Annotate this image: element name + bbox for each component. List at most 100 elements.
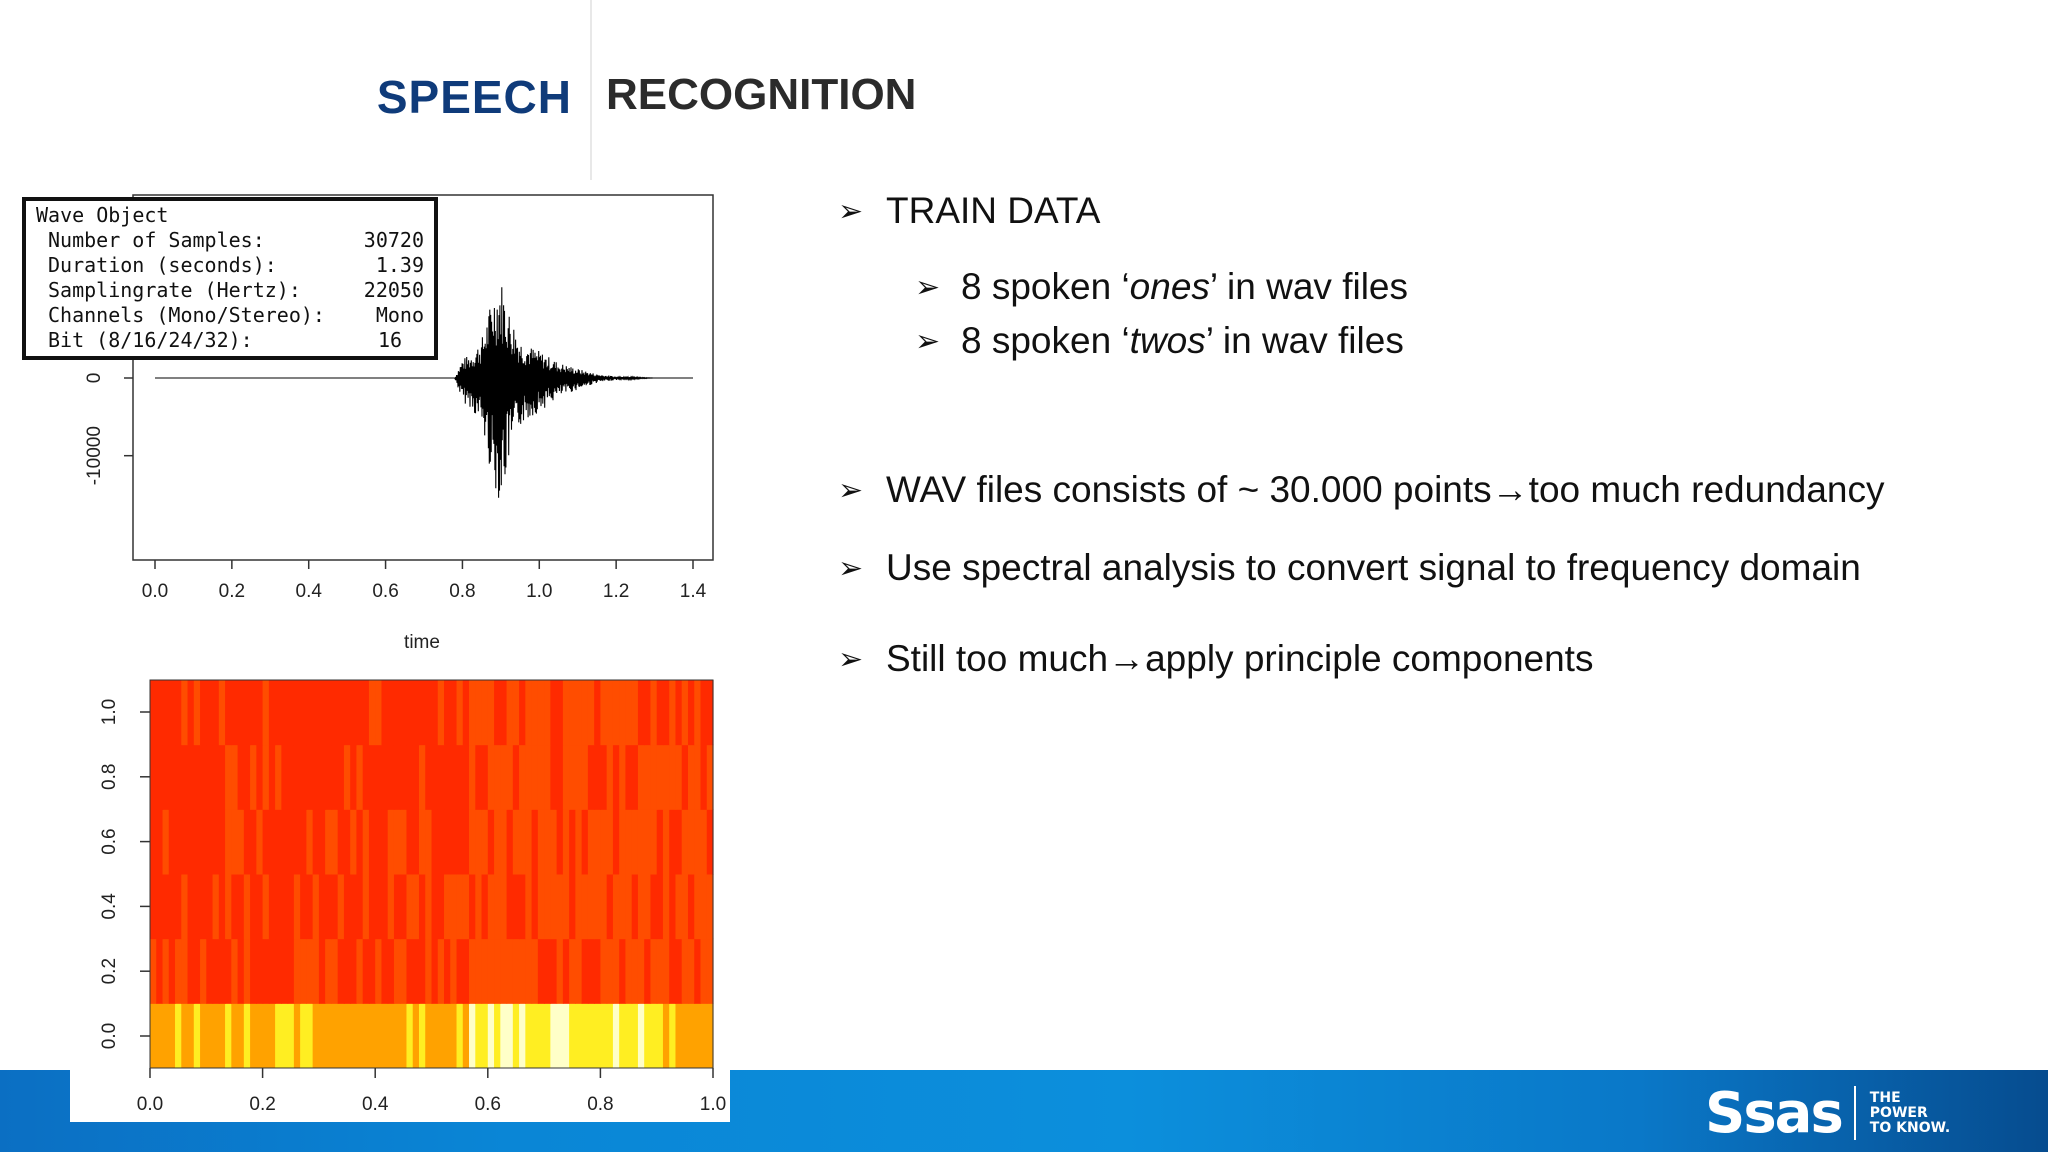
heatmap-cell xyxy=(537,680,545,746)
heatmap-cell xyxy=(331,744,339,810)
heatmap-cell xyxy=(325,680,333,746)
heatmap-cell xyxy=(362,874,370,940)
heatmap-cell xyxy=(162,938,170,1004)
heatmap-cell xyxy=(669,809,677,875)
heatmap-cell xyxy=(569,744,576,810)
heatmap-cell xyxy=(312,744,320,810)
heatmap-cell xyxy=(362,809,370,875)
heatmap-cell xyxy=(525,874,533,940)
heatmap-cell xyxy=(694,1003,702,1069)
heatmap-cell xyxy=(500,1003,508,1069)
heatmap-cell xyxy=(531,744,539,810)
heatmap-cell xyxy=(231,1003,239,1069)
logo-divider xyxy=(1853,1086,1856,1140)
heatmap-cell xyxy=(250,1003,257,1069)
heatmap-cell xyxy=(619,680,627,746)
heatmap-cell xyxy=(175,938,182,1004)
heatmap-cell xyxy=(687,809,695,875)
heatmap-cell xyxy=(487,1003,495,1069)
heatmap-cell xyxy=(231,809,239,875)
heatmap-cell xyxy=(368,938,376,1004)
heatmap-cell xyxy=(375,1003,383,1069)
heatmap-x-tick-label: 0.8 xyxy=(587,1094,613,1115)
heatmap-cell xyxy=(250,874,257,940)
heatmap-cell xyxy=(156,680,164,746)
heatmap-cell xyxy=(350,680,358,746)
heatmap-cell xyxy=(281,874,289,940)
heatmap-cell xyxy=(550,874,558,940)
heatmap-cell xyxy=(193,744,201,810)
heatmap-cell xyxy=(225,1003,232,1069)
bullet-text: TRAIN DATA xyxy=(886,190,1101,231)
heatmap-cell xyxy=(581,680,589,746)
bullet-text-pre: Still too much xyxy=(886,638,1109,679)
heatmap-cell xyxy=(487,809,495,875)
heatmap-cell xyxy=(625,744,633,810)
heatmap-cell xyxy=(494,744,501,810)
heatmap-cell xyxy=(694,809,702,875)
heatmap-cell xyxy=(612,874,620,940)
heatmap-cell xyxy=(412,1003,420,1069)
heatmap-cell xyxy=(287,809,295,875)
heatmap-cell xyxy=(531,680,539,746)
heatmap-cell xyxy=(606,1003,614,1069)
wave-info-key: Channels (Mono/Stereo): xyxy=(48,303,325,327)
heatmap-cell xyxy=(587,744,595,810)
heatmap-cell xyxy=(644,938,652,1004)
heatmap-cell xyxy=(550,744,558,810)
sas-logo-icon: Ssas xyxy=(1705,1080,1844,1146)
heatmap-cell xyxy=(662,744,670,810)
heatmap-cell xyxy=(500,809,508,875)
heatmap-cell xyxy=(175,874,182,940)
heatmap-cell xyxy=(456,938,464,1004)
heatmap-cell xyxy=(619,1003,627,1069)
heatmap-cell xyxy=(193,938,201,1004)
heatmap-cell xyxy=(418,938,426,1004)
heatmap-cell xyxy=(212,680,220,746)
heatmap-cell xyxy=(625,809,633,875)
heatmap-cell xyxy=(400,744,408,810)
wave-info-heading: Wave Object xyxy=(36,203,424,228)
heatmap-cell xyxy=(519,938,526,1004)
heatmap-cell xyxy=(469,744,476,810)
heatmap-cell xyxy=(275,809,282,875)
heatmap-cell xyxy=(656,1003,664,1069)
heatmap-cell xyxy=(268,1003,276,1069)
heatmap-cell xyxy=(456,744,464,810)
heatmap-cell xyxy=(700,874,708,940)
heatmap-cell xyxy=(200,874,207,940)
heatmap-cell xyxy=(200,809,207,875)
heatmap-cell xyxy=(225,874,232,940)
heatmap-cell xyxy=(669,680,677,746)
heatmap-cell xyxy=(681,680,689,746)
heatmap-cell xyxy=(600,680,608,746)
wave-info-row: Duration (seconds): 1.39 xyxy=(36,253,424,278)
heatmap-cell xyxy=(681,938,689,1004)
heatmap-cell xyxy=(162,809,170,875)
heatmap-cell xyxy=(281,938,289,1004)
heatmap-y-tick-label: 0.8 xyxy=(99,764,120,790)
heatmap-cell xyxy=(456,1003,464,1069)
heatmap-cell xyxy=(637,938,645,1004)
heatmap-cell xyxy=(594,744,601,810)
heatmap-cell xyxy=(631,744,639,810)
heatmap-cell xyxy=(637,874,645,940)
heatmap-cell xyxy=(231,680,239,746)
heatmap-cell xyxy=(300,744,307,810)
heatmap-cell xyxy=(343,744,351,810)
title-recognition: RECOGNITION xyxy=(606,70,917,119)
bullet-spectral: ➢ Use spectral analysis to convert signa… xyxy=(838,547,1861,589)
heatmap-cell xyxy=(293,744,301,810)
heatmap-cell xyxy=(325,1003,333,1069)
heatmap-cell xyxy=(337,744,345,810)
heatmap-cell xyxy=(368,874,376,940)
heatmap-cell xyxy=(487,680,495,746)
heatmap-cell xyxy=(469,809,476,875)
heatmap-cell xyxy=(662,874,670,940)
heatmap-cell xyxy=(431,809,439,875)
heatmap-cell xyxy=(243,1003,251,1069)
heatmap-cell xyxy=(581,744,589,810)
heatmap-cell xyxy=(644,874,652,940)
heatmap-cell xyxy=(450,1003,458,1069)
heatmap-cell xyxy=(375,744,383,810)
